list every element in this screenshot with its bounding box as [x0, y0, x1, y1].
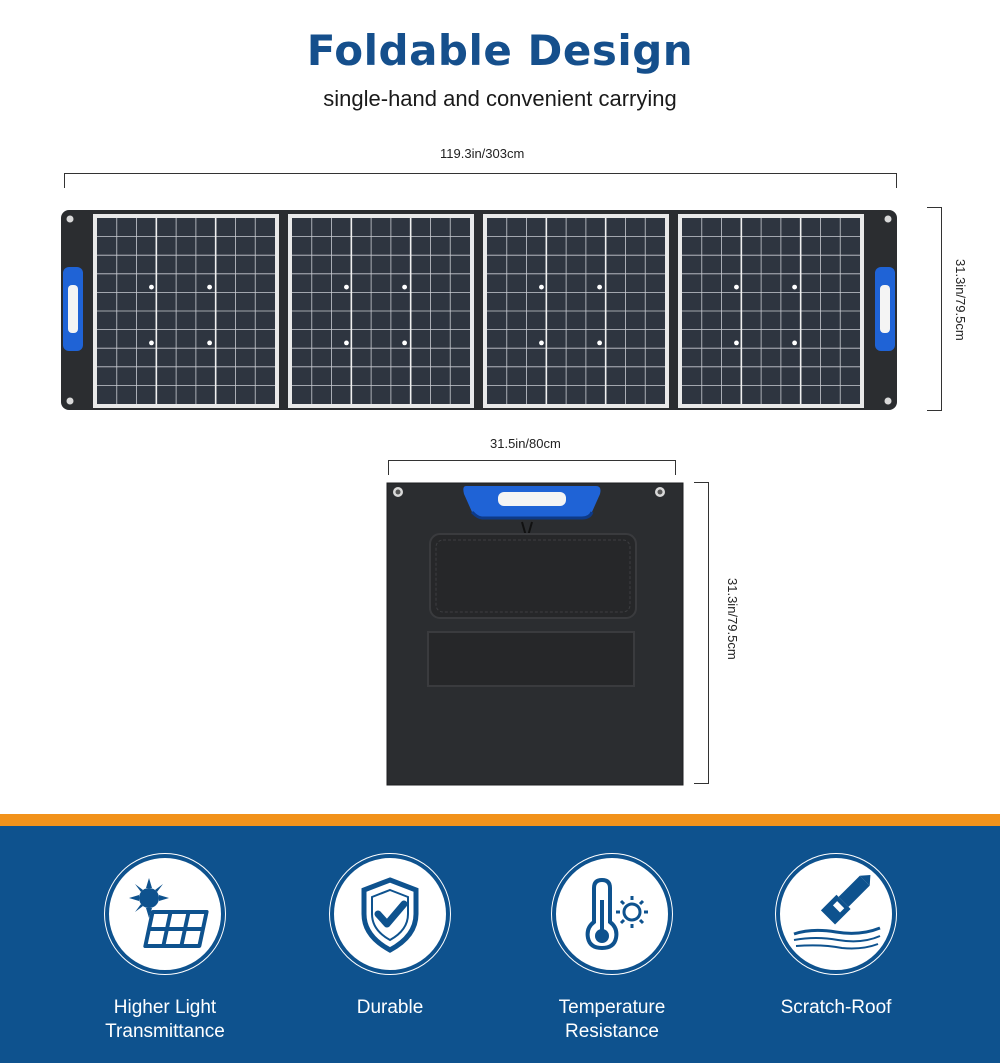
thermometer-sun-icon: [585, 877, 648, 951]
unfolded-height-bracket: [927, 207, 942, 411]
feature-scratch-roof: Scratch-Roof: [751, 858, 921, 1020]
folded-solar-panel: [386, 482, 684, 786]
folded-width-label: 31.5in/80cm: [490, 436, 561, 451]
feature-icon-ring: [780, 858, 892, 970]
unfolded-height-label: 31.3in/79.5cm: [953, 259, 968, 341]
folded-solar-panel-image: [386, 482, 684, 786]
shield-check-icon: [361, 877, 419, 953]
solar-panel-sun-icon: [129, 878, 209, 948]
page-title: Foldable Design: [306, 26, 694, 75]
unfolded-solar-panel-image: [61, 210, 897, 410]
feature-icon-ring: [334, 858, 446, 970]
feature-label: Scratch-Roof: [780, 997, 892, 1018]
feature-temperature-resistance: Temperature Resistance: [527, 858, 697, 1044]
folded-height-label: 31.3in/79.5cm: [725, 578, 740, 660]
page-subtitle: single-hand and convenient carrying: [323, 86, 677, 111]
folded-height-bracket: [694, 482, 709, 784]
feature-durable: Durable: [305, 858, 475, 1020]
feature-icon-ring: [556, 858, 668, 970]
folded-width-bracket: [388, 460, 676, 475]
blade-scratch-icon: [793, 875, 881, 950]
feature-light-transmittance: Higher Light Transmittance: [80, 858, 250, 1044]
unfolded-solar-panel: [60, 209, 898, 411]
feature-label: Temperature Resistance: [558, 997, 666, 1042]
feature-label: Higher Light Transmittance: [105, 997, 225, 1042]
feature-icon-ring: [109, 858, 221, 970]
unfolded-width-bracket: [64, 173, 897, 188]
unfolded-width-label: 119.3in/303cm: [440, 146, 525, 161]
feature-label: Durable: [356, 997, 424, 1018]
